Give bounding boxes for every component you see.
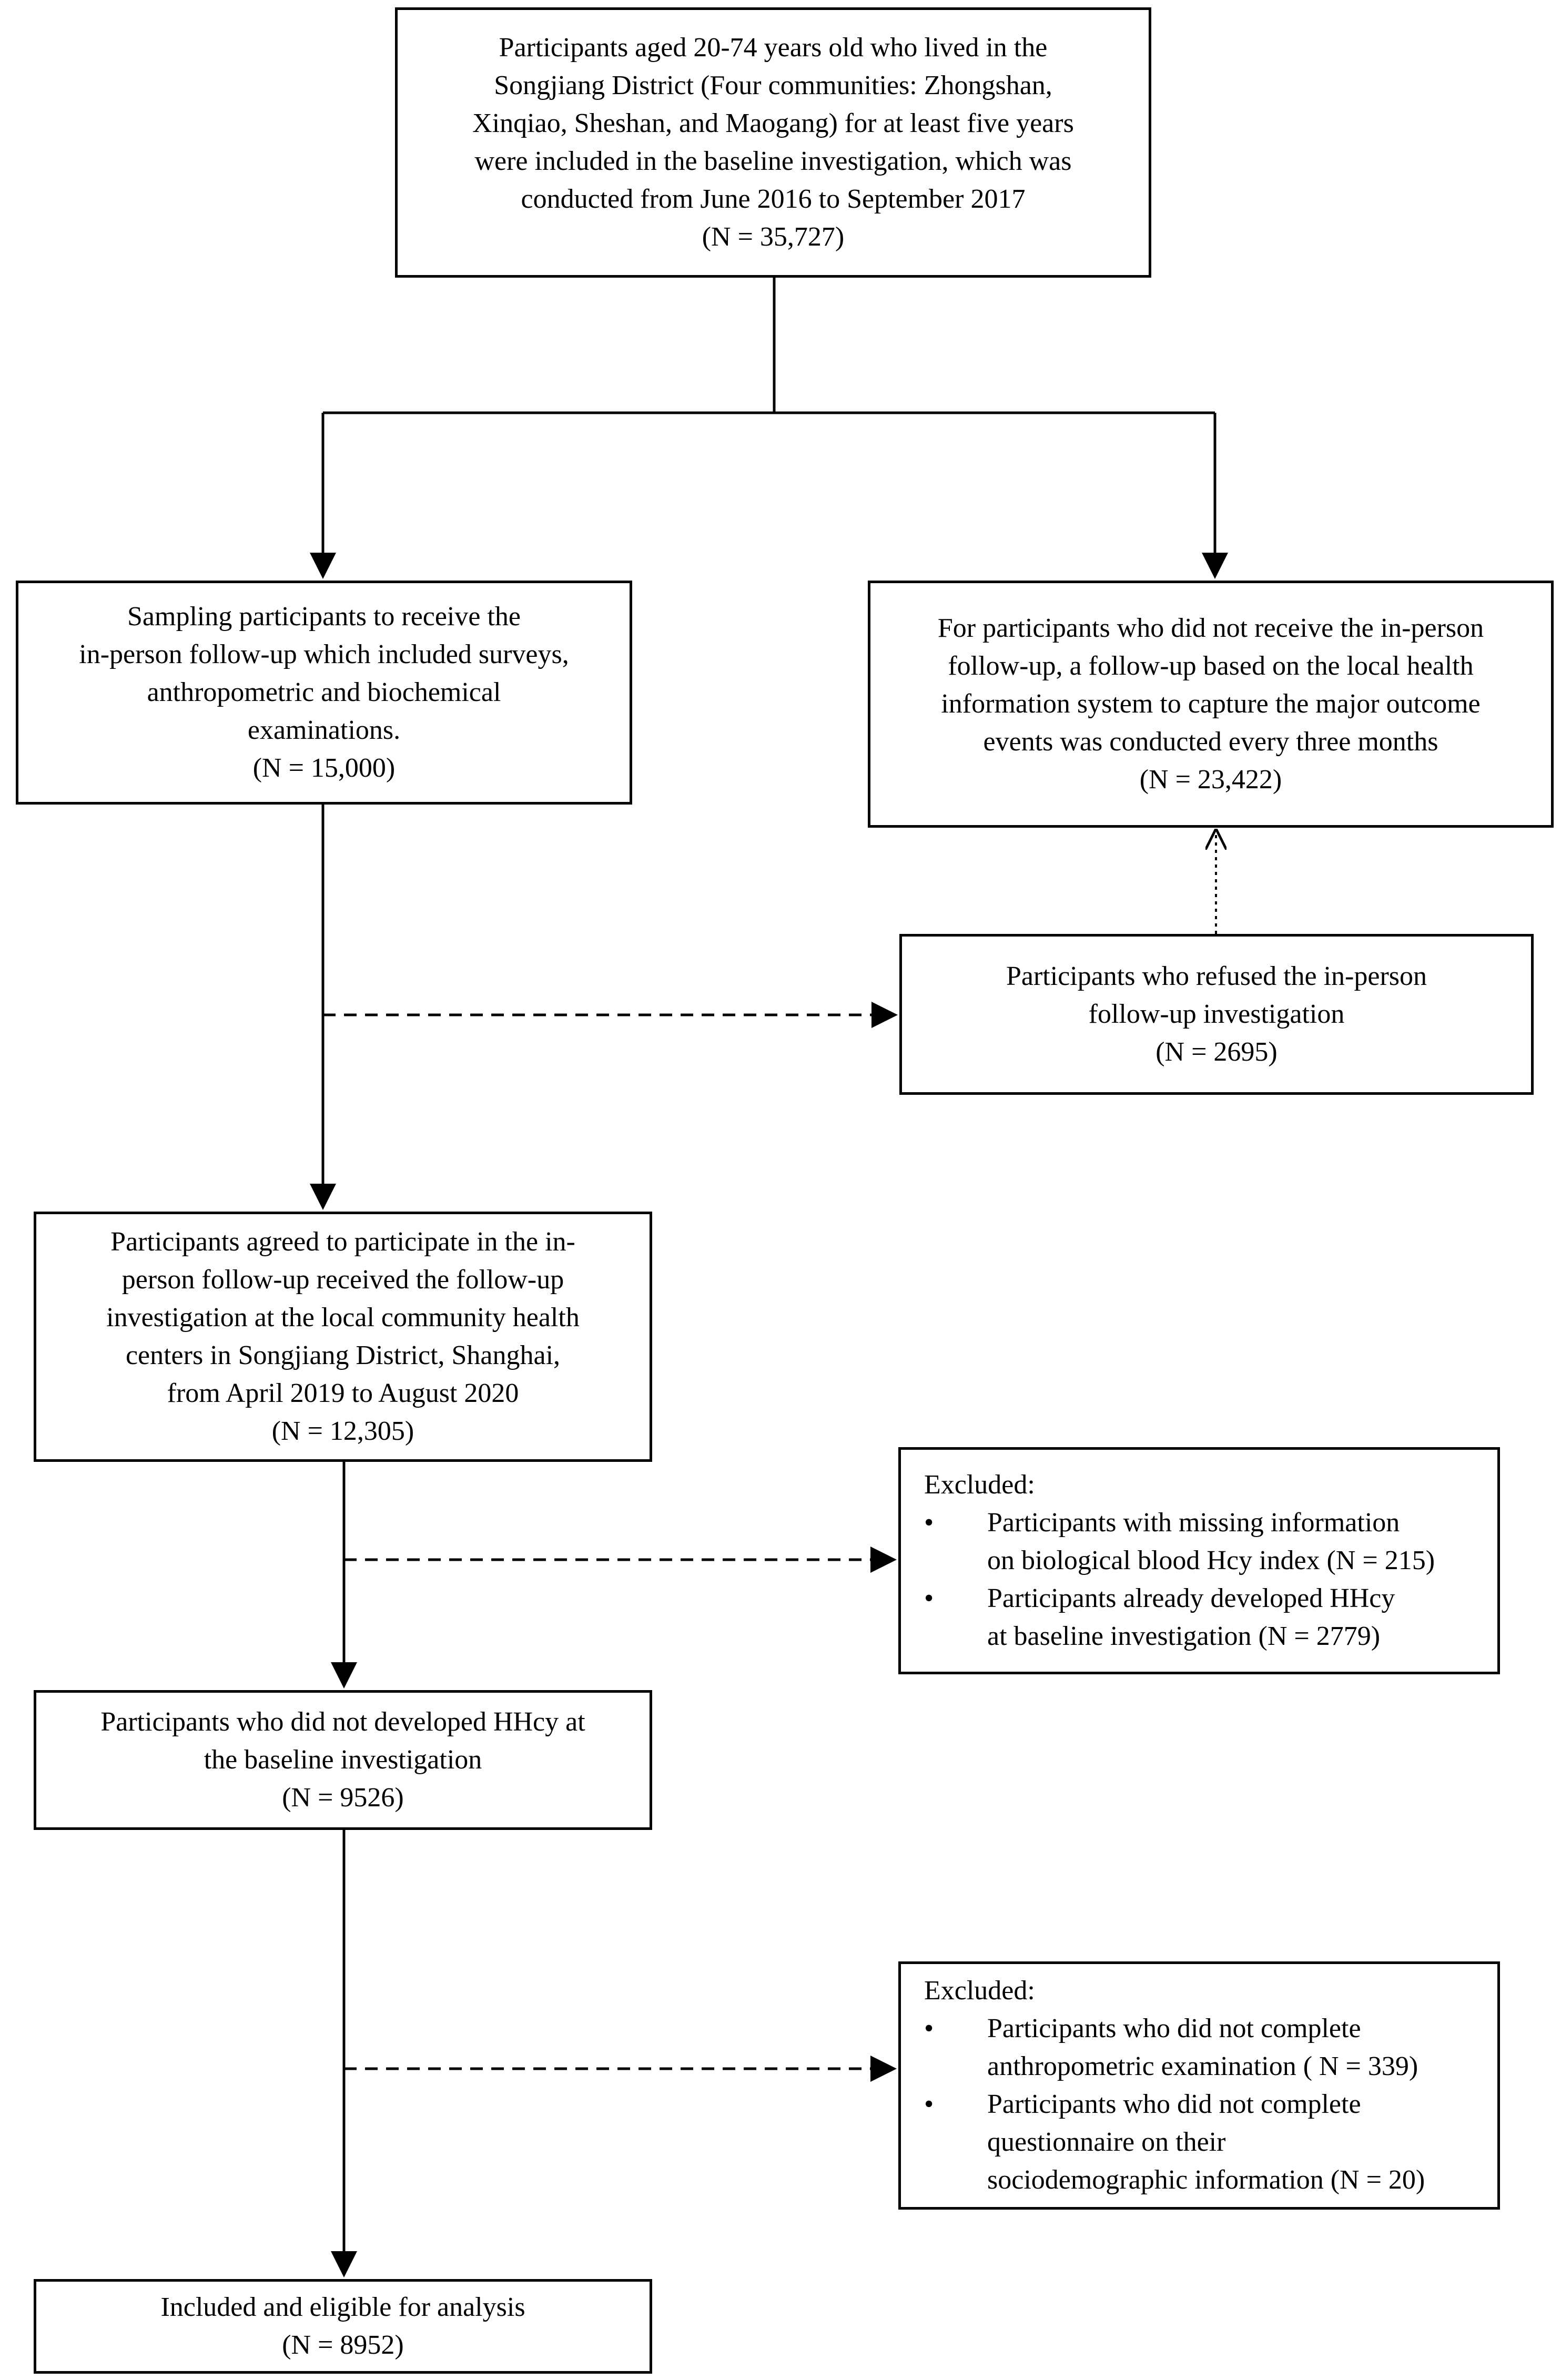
sampling-line: in-person follow-up which included surve… (79, 639, 569, 669)
bullet-icon: • (924, 2089, 934, 2119)
baseline-line: Xinqiao, Sheshan, and Maogang) for at le… (472, 108, 1074, 138)
refused-count: (N = 2695) (1155, 1037, 1278, 1067)
excluded-item: • Participants already developed HHcy at… (924, 1580, 1476, 1655)
excluded-item-line: questionnaire on their (987, 2127, 1226, 2157)
eligible-box: Included and eligible for analysis (N = … (34, 2279, 652, 2374)
bullet-icon: • (924, 1508, 934, 1538)
no-hhcy-box: Participants who did not developed HHcy … (34, 1690, 652, 1830)
system-followup-line: information system to capture the major … (941, 689, 1481, 719)
agreed-count: (N = 12,305) (271, 1416, 414, 1446)
baseline-box: Participants aged 20-74 years old who li… (395, 7, 1151, 278)
system-followup-line: For participants who did not receive the… (937, 613, 1484, 643)
baseline-line: Participants aged 20-74 years old who li… (499, 33, 1048, 63)
excluded-item-line: sociodemographic information (N = 20) (987, 2165, 1425, 2195)
excluded-list: • Participants with missing information … (924, 1504, 1476, 1655)
refused-line: follow-up investigation (1088, 999, 1345, 1029)
excluded-heading: Excluded: (924, 1976, 1035, 2006)
excluded-list: • Participants who did not complete anth… (924, 2010, 1476, 2199)
system-followup-line: follow-up, a follow-up based on the loca… (948, 651, 1474, 681)
agreed-line: investigation at the local community hea… (106, 1303, 580, 1333)
excluded-item-line: anthropometric examination ( N = 339) (987, 2051, 1418, 2081)
sampling-line: Sampling participants to receive the (127, 602, 521, 632)
no-hhcy-line: the baseline investigation (204, 1745, 482, 1775)
no-hhcy-count: (N = 9526) (282, 1783, 404, 1813)
sampling-line: examinations. (247, 715, 401, 745)
agreed-line: person follow-up received the follow-up (121, 1265, 564, 1295)
baseline-count: (N = 35,727) (702, 222, 845, 252)
sampling-line: anthropometric and biochemical (147, 677, 501, 707)
agreed-line: Participants agreed to participate in th… (110, 1227, 575, 1257)
excluded-item-line: Participants already developed HHcy (987, 1583, 1395, 1613)
excluded-item-line: Participants who did not complete (987, 2089, 1361, 2119)
excluded-item-line: on biological blood Hcy index (N = 215) (987, 1545, 1435, 1575)
eligible-line: Included and eligible for analysis (160, 2292, 525, 2322)
excluded-item: • Participants who did not complete anth… (924, 2010, 1476, 2086)
bullet-icon: • (924, 1583, 934, 1613)
agreed-line: from April 2019 to August 2020 (167, 1378, 519, 1408)
refused-box: Participants who refused the in-person f… (899, 934, 1534, 1095)
excluded-item: • Participants with missing information … (924, 1504, 1476, 1580)
baseline-line: were included in the baseline investigat… (474, 146, 1072, 176)
excluded-item-line: Participants who did not complete (987, 2013, 1361, 2043)
refused-line: Participants who refused the in-person (1006, 961, 1427, 991)
system-followup-line: events was conducted every three months (983, 727, 1438, 757)
excluded-item-line: Participants with missing information (987, 1508, 1400, 1538)
eligible-count: (N = 8952) (282, 2330, 404, 2360)
excluded-heading: Excluded: (924, 1470, 1035, 1500)
system-followup-box: For participants who did not receive the… (868, 581, 1554, 828)
sampling-count: (N = 15,000) (252, 753, 396, 783)
excluded-box-1: Excluded: • Participants with missing in… (898, 1447, 1500, 1674)
agreed-line: centers in Songjiang District, Shanghai, (125, 1340, 561, 1370)
excluded-item-line: at baseline investigation (N = 2779) (987, 1621, 1381, 1651)
excluded-box-2: Excluded: • Participants who did not com… (898, 1961, 1500, 2210)
bullet-icon: • (924, 2013, 934, 2043)
baseline-line: Songjiang District (Four communities: Zh… (494, 70, 1052, 100)
baseline-line: conducted from June 2016 to September 20… (521, 184, 1026, 214)
agreed-box: Participants agreed to participate in th… (34, 1212, 652, 1462)
system-followup-count: (N = 23,422) (1139, 765, 1282, 795)
no-hhcy-line: Participants who did not developed HHcy … (100, 1707, 585, 1737)
sampling-box: Sampling participants to receive the in-… (16, 581, 632, 805)
excluded-item: • Participants who did not complete ques… (924, 2086, 1476, 2199)
